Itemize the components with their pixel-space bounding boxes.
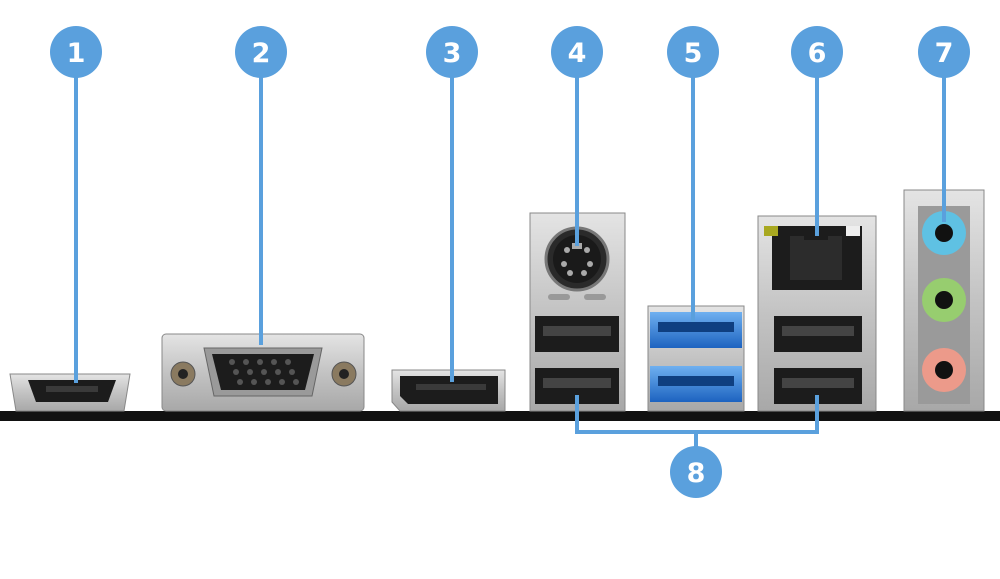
usb3-ports (647, 305, 745, 412)
callout-badge-4: 4 (551, 26, 603, 78)
callout-badge-2: 2 (235, 26, 287, 78)
callout-badge-6: 6 (791, 26, 843, 78)
usb2-port-left-top (535, 316, 619, 352)
board-edge (0, 411, 1000, 421)
callout-badge-7: 7 (918, 26, 970, 78)
usb2-port-right-top (774, 316, 862, 352)
svg-text:2: 2 (252, 38, 271, 69)
svg-text:1: 1 (67, 38, 86, 69)
svg-text:7: 7 (935, 38, 954, 69)
callout-badge-5: 5 (667, 26, 719, 78)
svg-text:4: 4 (568, 38, 587, 69)
audio-jacks (903, 189, 985, 412)
callout-badge-1: 1 (50, 26, 102, 78)
displayport (391, 369, 506, 412)
svg-text:8: 8 (687, 458, 706, 489)
svg-text:6: 6 (808, 38, 827, 69)
callout-lines (74, 56, 946, 470)
callout-badge-8: 8 (670, 446, 722, 498)
svg-text:3: 3 (443, 38, 462, 69)
svg-text:5: 5 (684, 38, 703, 69)
hdmi-port (9, 373, 131, 412)
callout-badge-3: 3 (426, 26, 478, 78)
vga-port (161, 333, 365, 412)
